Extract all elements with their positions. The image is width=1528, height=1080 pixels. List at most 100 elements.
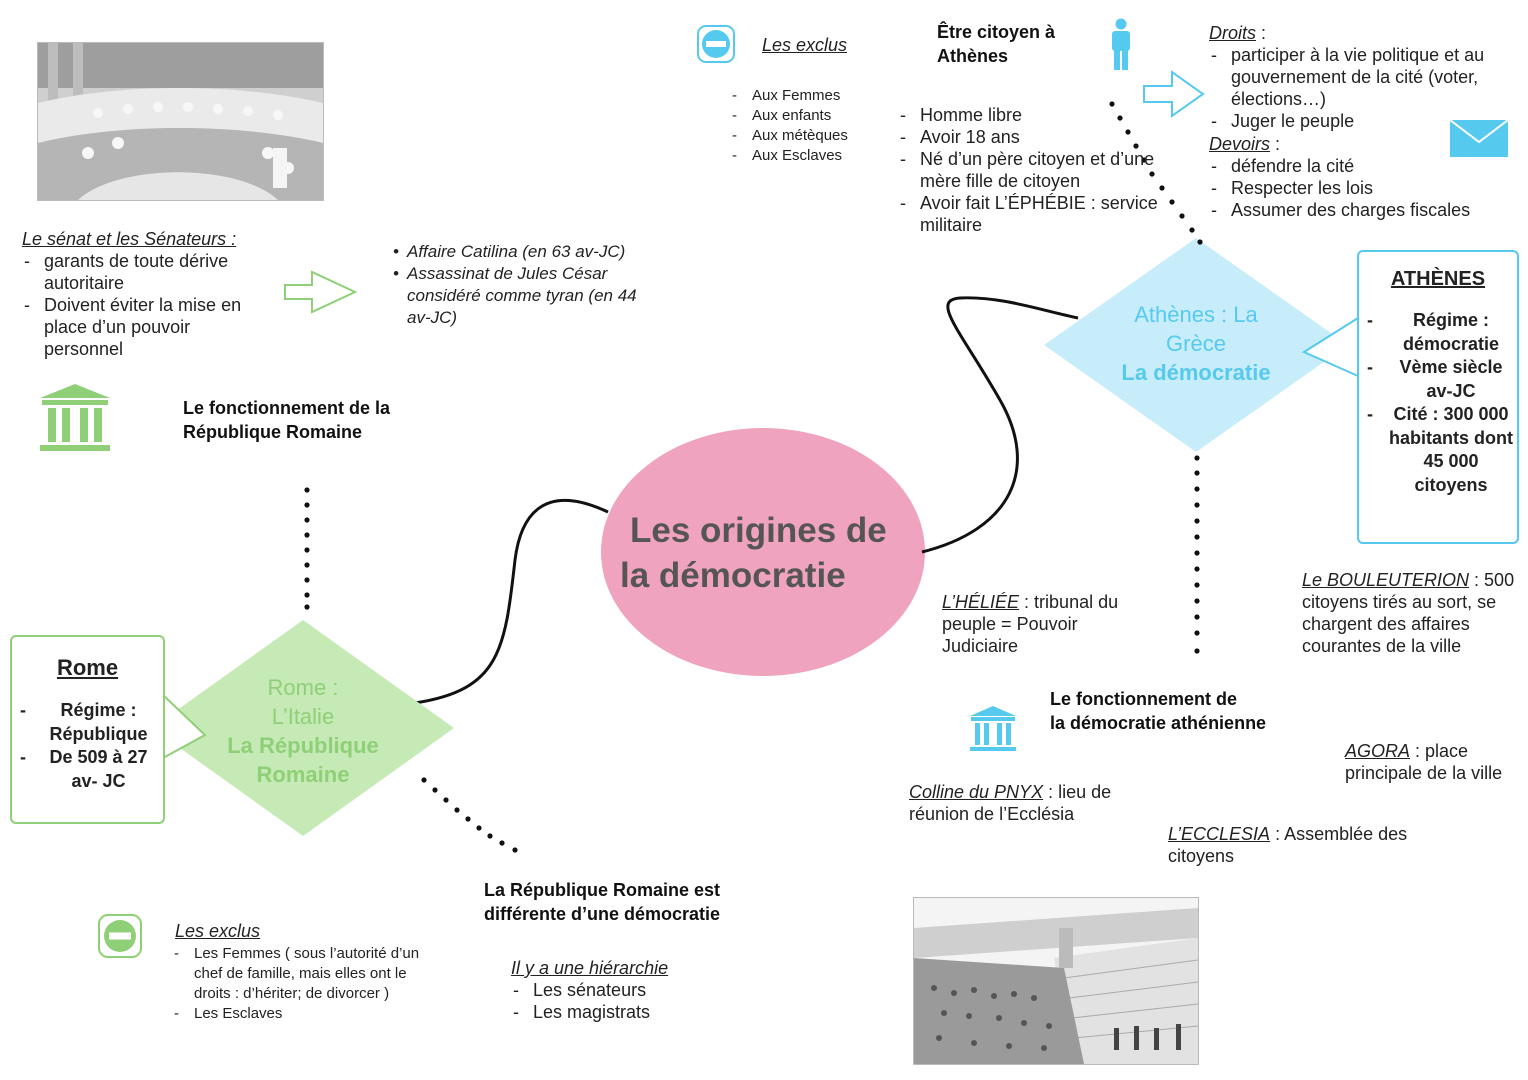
athens-citoyen-title-line2: Athènes	[937, 46, 1009, 66]
athens-citoyen-title: Être citoyen à Athènes	[937, 20, 1055, 68]
no-entry-icon	[98, 914, 142, 958]
athens-agora: AGORA : place principale de la ville	[1345, 740, 1527, 784]
athens-fonctionnement-title: Le fonctionnement de la démocratie athén…	[1050, 687, 1266, 735]
list-item: Les sénateurs	[511, 979, 731, 1001]
athens-ecclesia-text: : Assemblée des citoyens	[1168, 824, 1408, 866]
person-icon	[1108, 18, 1134, 72]
athens-info-box: ATHÈNES -Régime : démocratie -Vème siècl…	[1357, 250, 1519, 544]
center-ellipse	[601, 428, 925, 676]
athens-pnyx-text: : lieu de réunion de l’Ecclésia	[909, 782, 1112, 824]
athens-diamond-line1: Athènes : La	[1134, 302, 1258, 327]
athens-bouleuterion: Le BOULEUTERION : 500 citoyens tirés au …	[1302, 569, 1524, 657]
athens-box-item: -Régime : démocratie	[1367, 310, 1500, 354]
envelope-icon	[1449, 119, 1510, 158]
rome-diamond-line4: Romaine	[256, 762, 350, 787]
athens-devoirs-list: défendre la cité Respecter les lois Assu…	[1209, 155, 1514, 221]
rome-hierarchie-title: Il y a une hiérarchie	[511, 958, 669, 978]
center-title-line2: la démocratie	[620, 556, 846, 595]
athens-box-item: -Cité : 300 000 habitants dont 45 000 ci…	[1367, 404, 1513, 495]
athens-box-title: ATHÈNES	[1390, 268, 1486, 290]
list-item: Les Femmes ( sous l’autorité d’un chef d…	[172, 944, 447, 1004]
rome-info-box: Rome -Régime : République -De 509 à 27 a…	[10, 635, 165, 824]
rome-box-item: -De 509 à 27 av- JC	[20, 747, 148, 791]
athens-diamond-label: Athènes : La Grèce La démocratie	[1094, 300, 1298, 387]
rome-difference-line2: différente d’une démocratie	[483, 904, 721, 924]
athens-agora-term: AGORA	[1345, 741, 1411, 761]
rome-hierarchie-list: Les sénateurs Les magistrats	[511, 979, 731, 1023]
athens-box-item-text: Cité : 300 000 habitants dont 45 000 cit…	[1389, 404, 1513, 495]
temple-icon	[38, 382, 112, 456]
athens-bouleuterion-term: Le BOULEUTERION	[1302, 570, 1470, 590]
list-item: Les magistrats	[511, 1001, 731, 1023]
rome-fonctionnement-line2: République Romaine	[183, 422, 363, 442]
athens-pnyx: Colline du PNYX : lieu de réunion de l’E…	[909, 781, 1149, 825]
athens-heliee: L’HÉLIÉE : tribunal du peuple = Pouvoir …	[942, 591, 1142, 657]
list-item: Aux enfants	[730, 106, 848, 126]
list-item: garants de toute dérive autoritaire	[22, 250, 272, 294]
athens-droits-list: participer à la vie politique et au gouv…	[1209, 44, 1514, 132]
athens-bouleuterion-text: : 500 citoyens tirés au sort, se chargen…	[1302, 570, 1515, 656]
senate-engraving	[37, 42, 324, 201]
list-item: Avoir 18 ans	[898, 126, 1163, 148]
athens-exclus-list: Aux Femmes Aux enfants Aux métèques Aux …	[730, 86, 848, 166]
list-item: Homme libre	[898, 104, 1163, 126]
list-item: Aux métèques	[730, 126, 848, 146]
assembly-engraving	[913, 897, 1199, 1065]
list-item: défendre la cité	[1209, 155, 1514, 177]
rome-hierarchie-section: Il y a une hiérarchie Les sénateurs Les …	[511, 957, 731, 1023]
center-title: Les origines de la démocratie	[620, 508, 930, 598]
athens-box-item-text: Régime : démocratie	[1402, 310, 1500, 354]
rome-senat-list: garants de toute dérive autoritaire Doiv…	[22, 250, 272, 360]
athens-diamond	[1044, 238, 1348, 452]
rome-difference-title: La République Romaine est différente d’u…	[462, 878, 742, 926]
list-item: Avoir fait L’ÉPHÉBIE : service militaire	[898, 192, 1163, 236]
rome-exclus-title: Les exclus	[175, 921, 261, 941]
list-item: participer à la vie politique et au gouv…	[1209, 44, 1514, 110]
rome-fonctionnement-line1: Le fonctionnement de la	[183, 398, 391, 418]
athens-droits-section: Droits : participer à la vie politique e…	[1209, 22, 1514, 221]
athens-diamond-line3: La démocratie	[1121, 360, 1271, 385]
rome-box-title: Rome	[56, 655, 119, 680]
list-item: Affaire Catilina (en 63 av-JC)	[393, 241, 643, 263]
list-item: Respecter les lois	[1209, 177, 1514, 199]
rome-affaires-list: Affaire Catilina (en 63 av-JC) Assassina…	[393, 241, 643, 329]
rome-diamond-line2: L’Italie	[271, 704, 335, 729]
connector-center-athens	[921, 296, 1079, 554]
athens-diamond-line2: Grèce	[1166, 331, 1226, 356]
rome-fonctionnement-title: Le fonctionnement de la République Romai…	[183, 396, 390, 444]
temple-icon	[968, 704, 1018, 754]
athens-heliee-text: : tribunal du peuple = Pouvoir Judiciair…	[942, 592, 1119, 656]
rome-diamond	[152, 620, 454, 836]
list-item: Juger le peuple	[1209, 110, 1514, 132]
rome-diamond-line3: La République	[227, 733, 379, 758]
athens-devoirs-title: Devoirs	[1209, 134, 1271, 154]
athens-ecclesia-term: L’ECCLESIA	[1168, 824, 1271, 844]
list-item: Assumer des charges fiscales	[1209, 199, 1514, 221]
rome-exclus-list: Les Femmes ( sous l’autorité d’un chef d…	[172, 944, 447, 1024]
connector-center-rome	[414, 498, 609, 705]
athens-box-item: -Vème siècle av-JC	[1367, 357, 1503, 401]
rome-diamond-label: Rome : L’Italie La République Romaine	[203, 673, 403, 789]
rome-senat-section: Le sénat et les Sénateurs : garants de t…	[22, 228, 272, 360]
rome-diamond-line1: Rome :	[267, 675, 339, 700]
rome-box-item: -Régime : République	[20, 700, 148, 744]
rome-box-item-text: De 509 à 27 av- JC	[49, 747, 148, 791]
list-item: Né d’un père citoyen et d’une mère fille…	[898, 148, 1163, 192]
list-item: Aux Femmes	[730, 86, 848, 106]
athens-box-item-text: Vème siècle av-JC	[1399, 357, 1503, 401]
athens-fonctionnement-line2: la démocratie athénienne	[1050, 713, 1267, 733]
rome-senat-title: Le sénat et les Sénateurs :	[22, 229, 237, 249]
rome-difference-line1: La République Romaine est	[483, 880, 721, 900]
athens-exclus-title: Les exclus	[762, 35, 848, 55]
rome-box-item-text: Régime : République	[49, 700, 148, 744]
list-item: Doivent éviter la mise en place d’un pou…	[22, 294, 272, 360]
arrow-right-icon	[284, 270, 358, 314]
athens-agora-text: : place principale de la ville	[1345, 741, 1503, 783]
list-item: Aux Esclaves	[730, 146, 848, 166]
athens-citoyen-list: Homme libre Avoir 18 ans Né d’un père ci…	[898, 104, 1163, 236]
center-title-line1: Les origines de	[630, 511, 887, 550]
rome-callout-pointer	[162, 694, 207, 759]
list-item: Assassinat de Jules César considéré comm…	[393, 263, 643, 329]
athens-callout-pointer	[1301, 317, 1359, 377]
